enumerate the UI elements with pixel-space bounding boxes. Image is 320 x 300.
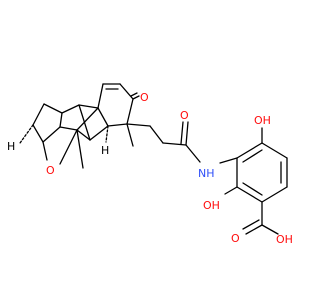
bond-c-double-o-amide: [185, 121, 189, 146]
bond-n-carbonyl: [185, 144, 201, 163]
atom-acid-oh: OH: [276, 233, 293, 246]
bond-h-left: [19, 124, 34, 144]
atom-oh-bottom: OH: [203, 199, 220, 212]
polycyclic-cage: [32, 103, 109, 143]
molecule-canvas: OH OH O OH NH O O H: [7, 83, 293, 246]
benzene-ring: [236, 142, 288, 203]
bond-c-double-o: [245, 224, 263, 235]
bond-ring-n: [219, 157, 238, 164]
bond-chain-1: [162, 142, 187, 146]
atom-oh-top: OH: [254, 114, 271, 127]
atom-ketone-o: O: [140, 91, 149, 104]
bond-methyl-right: [126, 123, 134, 147]
bond-ether-left: [42, 141, 48, 161]
chemical-structure-diagram: OH OH O OH NH O O H: [7, 83, 293, 246]
atom-ether-o: O: [46, 164, 55, 177]
bond-c-oh: [261, 224, 279, 235]
cyclohexenone-ring: [97, 83, 134, 127]
bond-chain-3: [126, 123, 151, 127]
bond-methyl-left: [76, 129, 84, 169]
bond-ketone: [132, 95, 140, 100]
bond-oh-bottom: [224, 186, 238, 195]
stereo-h-left: H: [7, 140, 15, 153]
bond-chain-2: [149, 125, 164, 144]
bond-h-right: [105, 125, 109, 143]
atom-acid-o: O: [231, 232, 240, 245]
atom-amide-nh: NH: [198, 167, 215, 180]
bond-ether-right: [59, 129, 78, 165]
atom-amide-o: O: [180, 109, 189, 122]
stereo-h-right: H: [101, 144, 109, 157]
